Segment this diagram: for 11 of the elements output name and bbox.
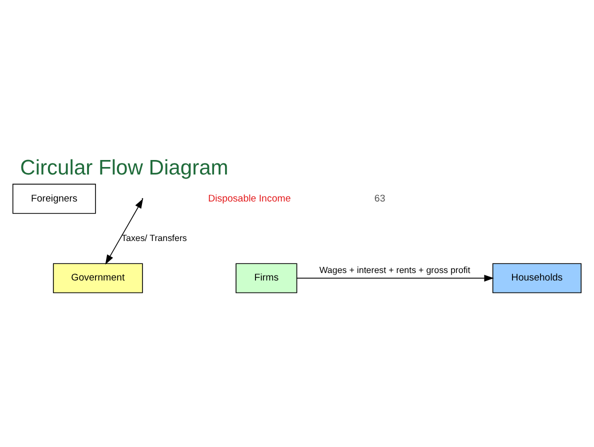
arrow xyxy=(296,274,494,282)
label: Disposable Income xyxy=(208,193,291,204)
node-box: Firms xyxy=(236,263,298,294)
label: 63 xyxy=(374,193,386,204)
arrow xyxy=(105,198,144,265)
node-box: Foreigners xyxy=(12,184,96,214)
diagram-title: Circular Flow Diagram xyxy=(20,156,228,180)
node-box: Households xyxy=(492,263,582,294)
node-box: Government xyxy=(52,263,143,294)
edge-label: Taxes/ Transfers xyxy=(122,232,187,243)
edge-label: Wages + interest + rents + gross profit xyxy=(319,265,470,276)
